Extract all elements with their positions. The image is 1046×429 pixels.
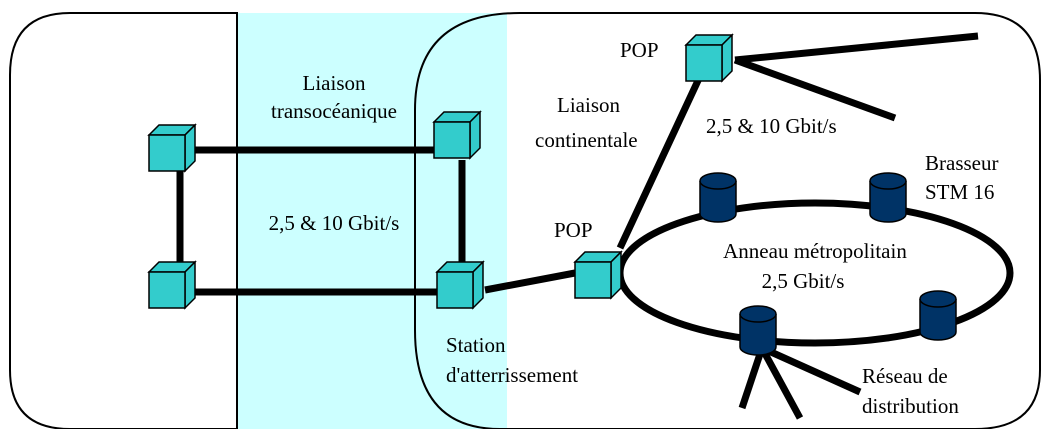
ring-label-1: Anneau métropolitain bbox=[723, 239, 907, 263]
pop-out-link-2 bbox=[733, 56, 897, 122]
station-label-1: Station bbox=[446, 333, 506, 357]
cylinder-icon bbox=[919, 290, 957, 341]
continental-speed-label: 2,5 & 10 Gbit/s bbox=[706, 114, 837, 138]
distribution-label-2: distribution bbox=[862, 394, 959, 418]
continental-link-label-2: continentale bbox=[535, 128, 638, 152]
pop-mid-label: POP bbox=[554, 218, 593, 242]
pop-top-label: POP bbox=[620, 38, 659, 62]
distribution-link-1 bbox=[738, 346, 766, 410]
cube-icon bbox=[148, 261, 196, 309]
ring-label-2: 2,5 Gbit/s bbox=[762, 269, 845, 293]
brasseur-label-2: STM 16 bbox=[925, 180, 994, 204]
continental-link-label-1: Liaison bbox=[557, 93, 620, 117]
distribution-link-2 bbox=[758, 346, 804, 420]
station-to-pop-link bbox=[484, 269, 576, 294]
station-label-2: d'atterrissement bbox=[446, 363, 578, 387]
cube-icon bbox=[436, 261, 484, 309]
cube-icon bbox=[148, 124, 196, 172]
cylinder-icon bbox=[699, 172, 737, 223]
transoceanic-link-label-1: Liaison bbox=[303, 71, 366, 95]
links bbox=[176, 32, 1014, 420]
distribution-link-3 bbox=[760, 344, 862, 396]
pop-out-link-1 bbox=[734, 32, 979, 64]
transoceanic-speed-label: 2,5 & 10 Gbit/s bbox=[269, 211, 400, 235]
cylinder-icon bbox=[739, 305, 777, 356]
continental-link bbox=[616, 70, 706, 250]
left-continent bbox=[9, 12, 238, 429]
cylinder-icon bbox=[869, 172, 907, 223]
distribution-label-1: Réseau de bbox=[862, 364, 948, 388]
cube-icon bbox=[433, 111, 481, 159]
cube-icon bbox=[574, 251, 622, 299]
brasseur-label-1: Brasseur bbox=[925, 151, 998, 175]
transoceanic-link-label-2: transocéanique bbox=[271, 99, 397, 123]
cube-icon bbox=[685, 34, 733, 82]
